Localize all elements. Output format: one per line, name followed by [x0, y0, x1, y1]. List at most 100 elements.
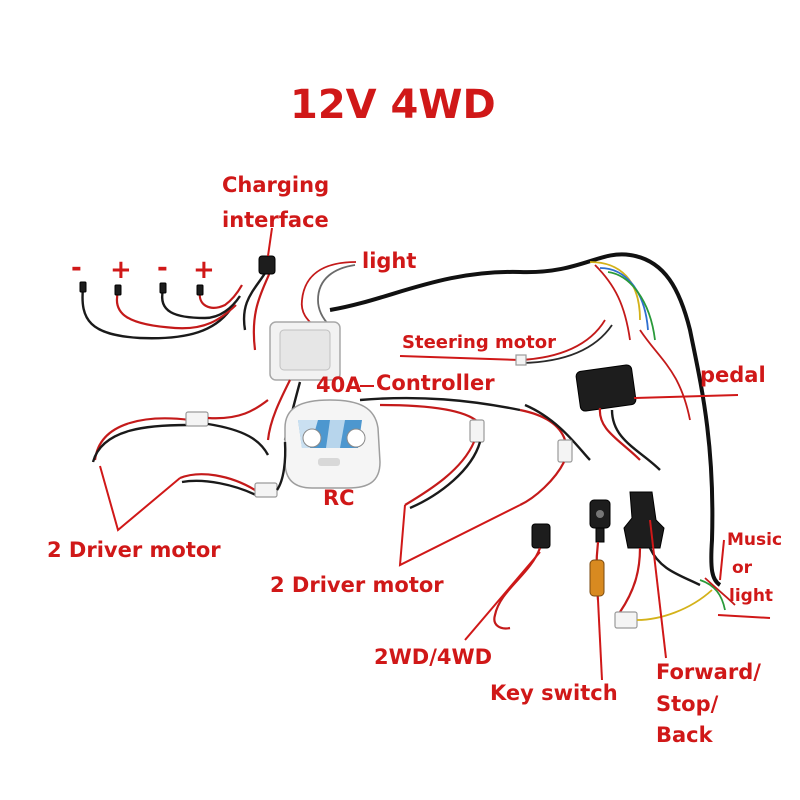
- label-light: light: [362, 249, 416, 273]
- terminal-sign-3: -: [157, 253, 168, 283]
- left-driver-motor-wires: [91, 399, 287, 532]
- main-harness: [329, 252, 722, 587]
- label-music-2: or: [732, 558, 753, 578]
- music-leader-bottom: [717, 614, 771, 619]
- label-driver-motor-right: 2 Driver motor: [270, 573, 444, 597]
- label-direction-1: Forward/: [656, 660, 761, 684]
- charging-wire-black: [242, 269, 269, 331]
- left-motor-connector-2: [254, 482, 278, 498]
- light-wire-grey: [317, 264, 356, 327]
- rc-remote: [284, 399, 381, 489]
- steering-connector: [515, 354, 527, 366]
- label-controller-amp: 40A: [316, 373, 362, 397]
- charging-leader: [267, 227, 273, 257]
- battery-terminals: - + - +: [71, 253, 243, 340]
- harness-red-2: [639, 329, 691, 421]
- label-charging-2: interface: [222, 208, 329, 232]
- controller-wire-red: [266, 379, 291, 441]
- steering-motor-wires: [399, 319, 613, 366]
- diagram-title: 12V 4WD: [290, 82, 496, 128]
- key-switch-keyhole: [596, 510, 604, 518]
- pedal-body: [575, 364, 637, 412]
- light-wire-red: [300, 261, 357, 331]
- charging-wire-red: [252, 271, 272, 351]
- direction-switch-body: [623, 491, 665, 549]
- key-switch-shaft: [595, 527, 605, 543]
- left-motor-leader: [99, 465, 181, 532]
- direction-switch-connector: [614, 611, 638, 629]
- left-motor-wire-red-3: [179, 473, 256, 491]
- steering-wire-red: [519, 319, 606, 361]
- light-wires: [300, 261, 357, 331]
- right-motor-wire-red-3: [519, 461, 565, 506]
- terminal-clip-1: [79, 281, 87, 293]
- steering-wire-black: [521, 324, 613, 364]
- mode-switch-body: [531, 523, 551, 549]
- harness-trunk: [329, 252, 722, 587]
- left-motor-wire-black-1: [91, 423, 189, 463]
- pedal-wire-red: [598, 407, 641, 461]
- pedal-leader: [633, 394, 739, 399]
- key-switch: [589, 499, 611, 681]
- battery-wire-3: [160, 289, 241, 320]
- music-wire-red: [704, 577, 736, 606]
- label-music-3: light: [729, 586, 773, 606]
- right-motor-connector-2: [557, 439, 573, 463]
- right-motor-wire-black-1: [409, 441, 482, 510]
- pedal-wire-black: [610, 409, 661, 471]
- terminal-sign-2: +: [110, 255, 132, 285]
- direction-switch-wire-yellow: [636, 589, 713, 621]
- harness-yellow: [589, 261, 641, 321]
- pedal-unit: [575, 364, 739, 471]
- label-direction-2: Stop/: [656, 692, 719, 716]
- label-mode-switch: 2WD/4WD: [374, 645, 492, 669]
- right-motor-connector-1: [469, 419, 485, 443]
- battery-wire-4: [198, 284, 243, 309]
- left-motor-connector-1: [185, 411, 209, 427]
- mode-switch-leader: [464, 551, 541, 641]
- charging-plug: [258, 255, 276, 275]
- label-direction-3: Back: [656, 723, 714, 747]
- rc-center-button: [318, 458, 340, 466]
- right-motor-wire-red-1: [404, 441, 476, 506]
- label-steering-motor: Steering motor: [402, 332, 556, 353]
- terminal-clip-2: [114, 284, 122, 296]
- right-motor-feed-black: [359, 396, 521, 412]
- left-motor-wire-black-4: [275, 441, 287, 491]
- left-motor-wire-black-3: [181, 479, 257, 497]
- direction-switch-wire-red: [619, 547, 642, 613]
- label-charging-1: Charging: [222, 173, 329, 197]
- music-leader-top: [719, 539, 725, 581]
- direction-switch: [614, 491, 713, 659]
- right-motor-leader: [398, 504, 521, 567]
- controller-vent-panel: [279, 329, 331, 371]
- label-key-switch: Key switch: [490, 681, 618, 705]
- rc-right-button: [346, 428, 366, 448]
- key-switch-fuse: [589, 559, 605, 597]
- left-motor-wire-black-2: [207, 422, 270, 456]
- right-motor-wire-red-2: [519, 408, 567, 441]
- rc-left-button: [302, 428, 322, 448]
- rc-white-stripe-2: [326, 420, 345, 448]
- right-driver-motor-wires: [359, 396, 591, 567]
- steering-leader: [399, 355, 521, 361]
- left-motor-wire-red-1: [93, 417, 191, 461]
- charging-port: [242, 227, 276, 351]
- label-music-1: Music: [727, 530, 782, 550]
- label-rc: RC: [323, 486, 355, 510]
- harness-green: [607, 271, 656, 341]
- music-wire-green: [699, 579, 726, 611]
- terminal-sign-1: -: [71, 253, 82, 283]
- terminal-sign-4: +: [193, 255, 215, 285]
- harness-red: [594, 264, 631, 341]
- key-switch-leader: [597, 599, 603, 681]
- terminal-clip-3: [159, 282, 167, 294]
- battery-wire-1: [81, 287, 231, 340]
- label-driver-motor-left: 2 Driver motor: [47, 538, 221, 562]
- battery-wire-2: [115, 291, 237, 330]
- right-motor-wire-black-2: [524, 403, 591, 461]
- left-motor-wire-red-2: [207, 399, 269, 420]
- label-controller: Controller: [376, 371, 495, 395]
